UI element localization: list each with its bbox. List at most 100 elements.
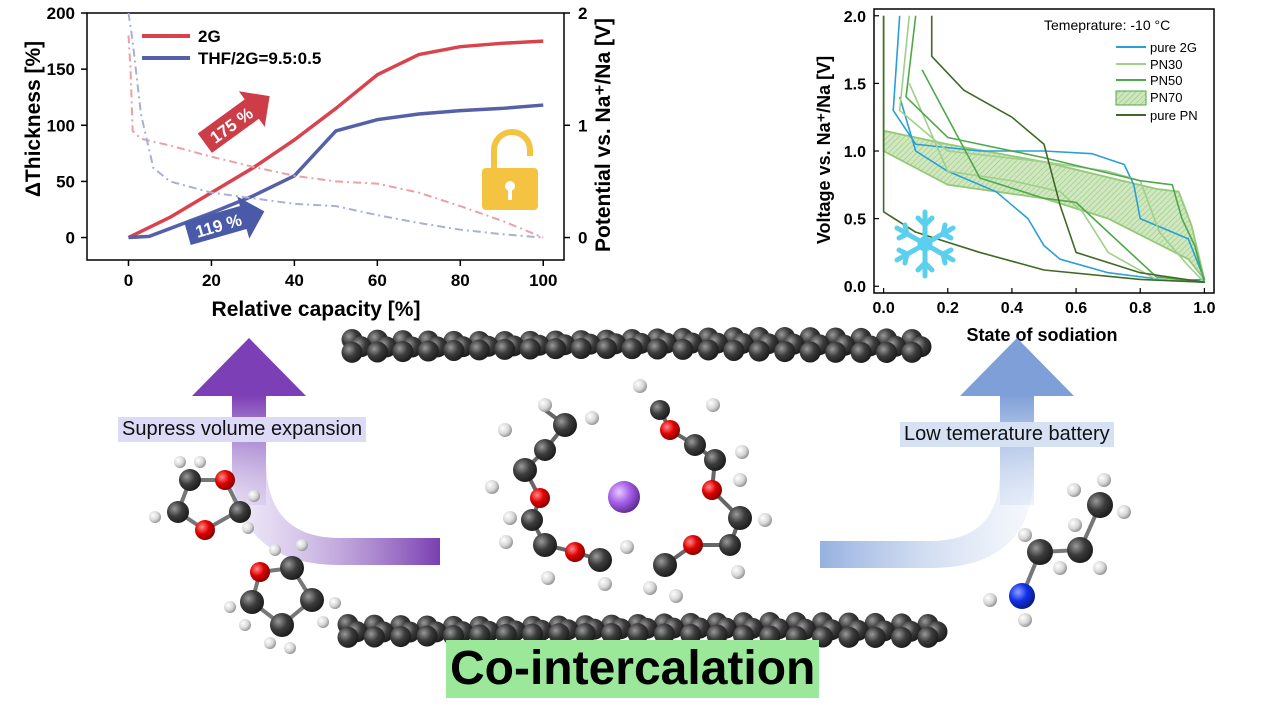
purple-arrow: [192, 338, 440, 565]
y-left-tick-label: 150: [47, 60, 75, 79]
x-tick-label: 20: [202, 271, 221, 290]
carbon-atom: [646, 338, 668, 360]
left-chart-ylabel-right: Potential vs. Na⁺/Na [V]: [592, 18, 615, 252]
series-thf-potential: [127, 12, 544, 239]
series-pn30: [898, 15, 1206, 283]
series-pn50: [905, 15, 1206, 283]
y-left-tick-label: 0: [66, 229, 75, 248]
carbon-atom: [774, 341, 796, 363]
series-thf-thickness: [128, 103, 544, 240]
carbon-atom: [838, 626, 860, 648]
complex-oxygens: [530, 420, 722, 562]
rc-x-tick-label: 1.0: [1193, 300, 1215, 317]
rc-y-tick-label: 1.5: [844, 76, 866, 93]
legend-label-pure-2g: pure 2G: [1150, 40, 1197, 55]
left-chart-xlabel: Relative capacity [%]: [212, 298, 421, 321]
carbon-atom: [390, 626, 412, 648]
y-left-tick-label: 50: [56, 172, 75, 191]
rc-x-tick-label: 0.0: [872, 300, 894, 317]
left-chart-series: [127, 12, 544, 240]
rc-x-tick-label: 0.2: [937, 300, 959, 317]
carbon-atom: [825, 341, 847, 363]
right-chart-xlabel: State of sodiation: [966, 325, 1117, 345]
legend-label-pn30: PN30: [1150, 57, 1183, 72]
carbon-atom: [416, 625, 438, 647]
legend-label-pn50: PN50: [1150, 73, 1183, 88]
rc-x-tick-label: 0.8: [1129, 300, 1151, 317]
arrow-175: 175 %: [197, 91, 270, 153]
suppress-volume-label: Supress volume expansion: [118, 417, 367, 442]
carbon-atom: [417, 340, 439, 362]
right-chart-title: Temeprature: -10 °C: [1044, 17, 1170, 33]
carbon-atom: [443, 339, 465, 361]
carbon-atom: [494, 338, 516, 360]
arrow-119: 119 %: [184, 196, 265, 246]
carbon-atom: [570, 338, 592, 360]
x-tick-label: 40: [285, 271, 304, 290]
y-left-tick-label: 200: [47, 4, 75, 23]
carbon-atom: [891, 626, 913, 648]
low-temperature-label: Low temerature battery: [900, 422, 1114, 447]
right-chart-ylabel: Voltage vs. Na⁺/Na [V]: [814, 56, 834, 244]
rc-x-tick-label: 0.6: [1065, 300, 1087, 317]
series-2g-thickness: [127, 39, 544, 240]
y-right-tick-label: 2: [578, 4, 587, 23]
rc-y-tick-label: 0.5: [844, 212, 866, 229]
carbon-atom: [672, 338, 694, 360]
complex-carbons: [513, 400, 752, 577]
carbon-atom: [519, 338, 541, 360]
carbon-atom: [680, 623, 702, 645]
unlocked-padlock-icon: [482, 129, 538, 210]
x-tick-label: 0: [124, 271, 133, 290]
carbon-atom: [545, 338, 567, 360]
x-tick-label: 60: [368, 271, 387, 290]
carbon-atom: [653, 623, 675, 645]
carbon-atom: [341, 341, 363, 363]
carbon-atom: [548, 623, 570, 645]
carbon-atom: [601, 623, 623, 645]
carbon-atom: [850, 341, 872, 363]
carbon-atom: [574, 623, 596, 645]
carbon-atom: [337, 626, 359, 648]
rc-y-tick-label: 0.0: [844, 279, 866, 296]
carbon-atom: [363, 626, 385, 648]
carbon-atom: [522, 623, 544, 645]
legend-swatch-pn70: [1115, 90, 1147, 106]
legend-label-pure-pn: pure PN: [1150, 108, 1198, 123]
carbon-atom: [748, 340, 770, 362]
rc-y-tick-label: 2.0: [844, 9, 866, 26]
carbon-atom: [901, 341, 923, 363]
carbon-atom: [799, 341, 821, 363]
carbon-atom: [366, 341, 388, 363]
graphene-layer-top: [341, 327, 932, 363]
y-right-tick-label: 0: [578, 229, 587, 248]
carbon-atom: [468, 339, 490, 361]
carbon-atom: [876, 341, 898, 363]
diglyme-na-complex: [485, 379, 772, 603]
thf-molecule: [224, 539, 341, 654]
carbon-atom: [596, 338, 618, 360]
carbon-atom: [627, 623, 649, 645]
complex-hydrogens: [485, 379, 772, 603]
carbon-atom: [864, 626, 886, 648]
left-chart-ylabel-left: ΔThickness [%]: [22, 41, 45, 197]
main-title: Co-intercalation: [446, 640, 820, 698]
series-pure-2g: [892, 15, 1206, 282]
left-chart-frame: [86, 12, 565, 261]
snowflake-icon: [894, 209, 956, 279]
x-tick-label: 80: [451, 271, 470, 290]
legend-label-2g: 2G: [198, 27, 221, 46]
dioxolane-molecule: [149, 456, 260, 540]
x-tick-label: 100: [529, 271, 557, 290]
sodium-atom: [608, 481, 640, 513]
rc-x-tick-label: 0.4: [1001, 300, 1023, 317]
series-2g-potential: [127, 35, 544, 239]
legend-label-pn70: PN70: [1150, 90, 1183, 105]
carbon-atom: [697, 339, 719, 361]
y-left-tick-label: 100: [47, 116, 75, 135]
carbon-atom: [917, 626, 939, 648]
